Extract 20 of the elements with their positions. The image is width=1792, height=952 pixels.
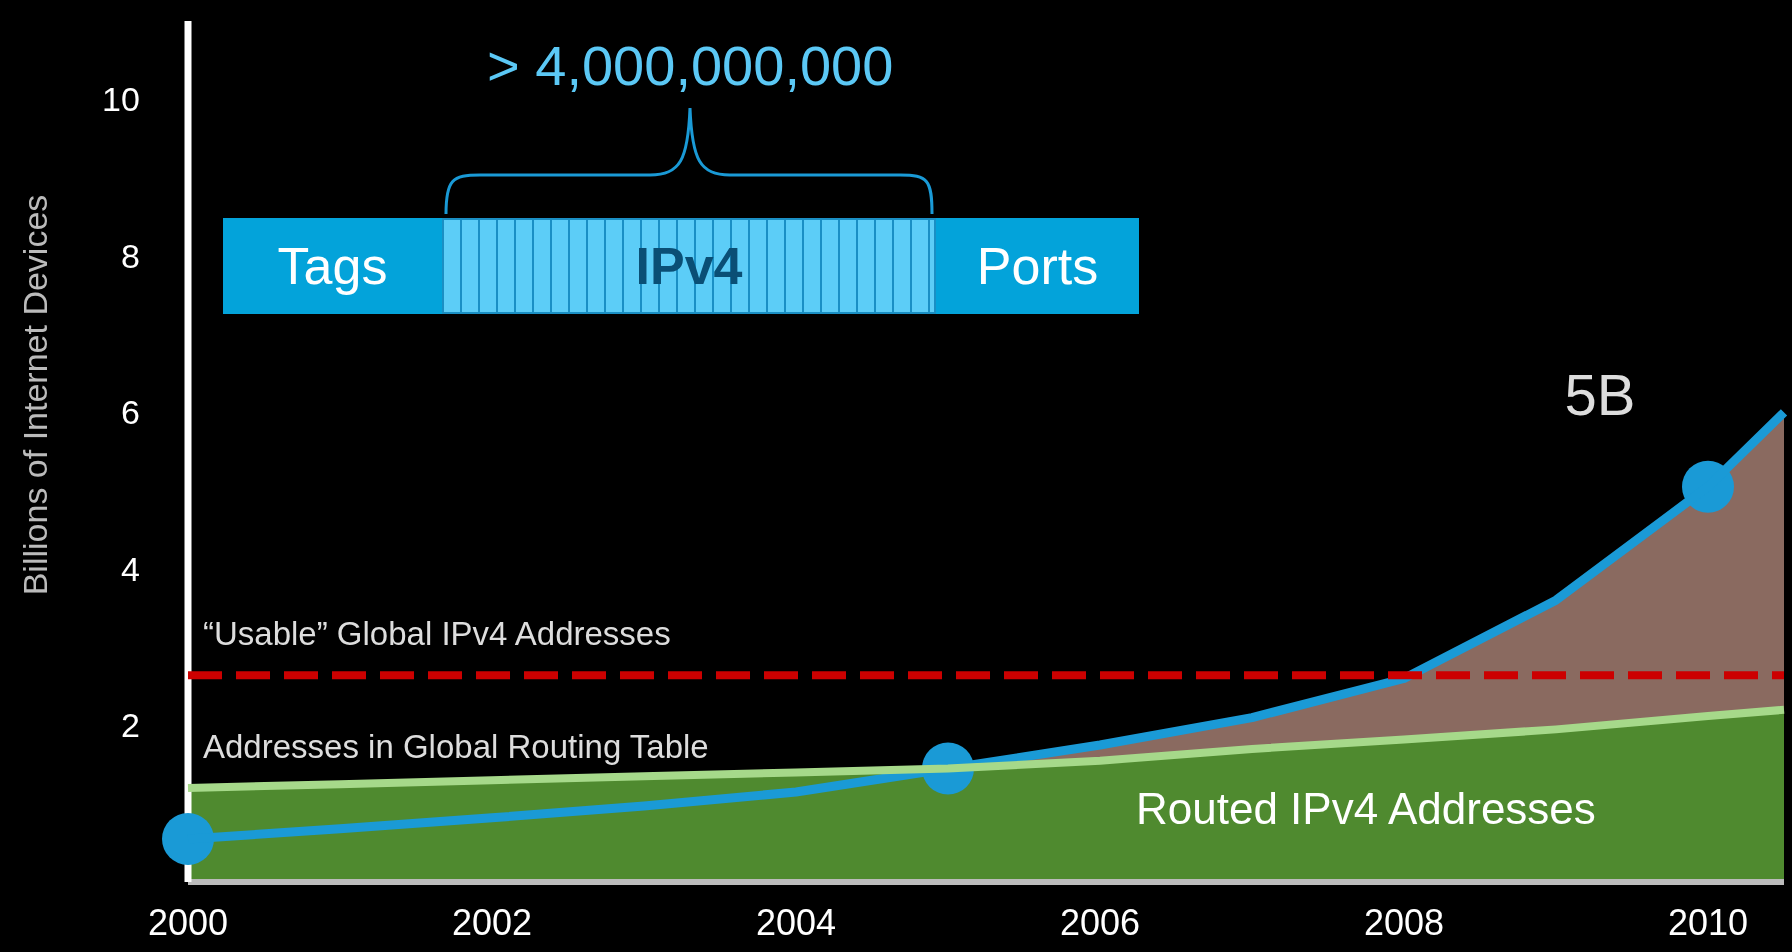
x-tick-label: 2010 — [1668, 905, 1749, 941]
series-label: “Usable” Global IPv4 Addresses — [203, 617, 671, 651]
y-axis-title: Billions of Internet Devices — [17, 194, 52, 596]
x-tick-label: 2002 — [452, 905, 533, 941]
value-annotation: 5B — [1564, 366, 1636, 424]
area-label: Routed IPv4 Addresses — [1136, 787, 1596, 831]
field-box: Ports — [936, 218, 1139, 314]
field-box: Tags — [223, 218, 442, 314]
series-label: Addresses in Global Routing Table — [203, 730, 709, 764]
y-tick-label: 10 — [102, 82, 140, 117]
x-tick-label: 2004 — [756, 905, 837, 941]
count-label: > 4,000,000,000 — [487, 38, 894, 94]
y-tick-label: 8 — [121, 238, 140, 273]
x-tick-label: 2000 — [148, 905, 229, 941]
x-tick-label: 2006 — [1060, 905, 1141, 941]
y-tick-label: 4 — [121, 551, 140, 586]
x-tick-label: 2008 — [1364, 905, 1445, 941]
y-tick-label: 2 — [121, 708, 140, 743]
y-tick-label: 6 — [121, 395, 140, 430]
address-field-box: IPv4 — [442, 218, 936, 314]
